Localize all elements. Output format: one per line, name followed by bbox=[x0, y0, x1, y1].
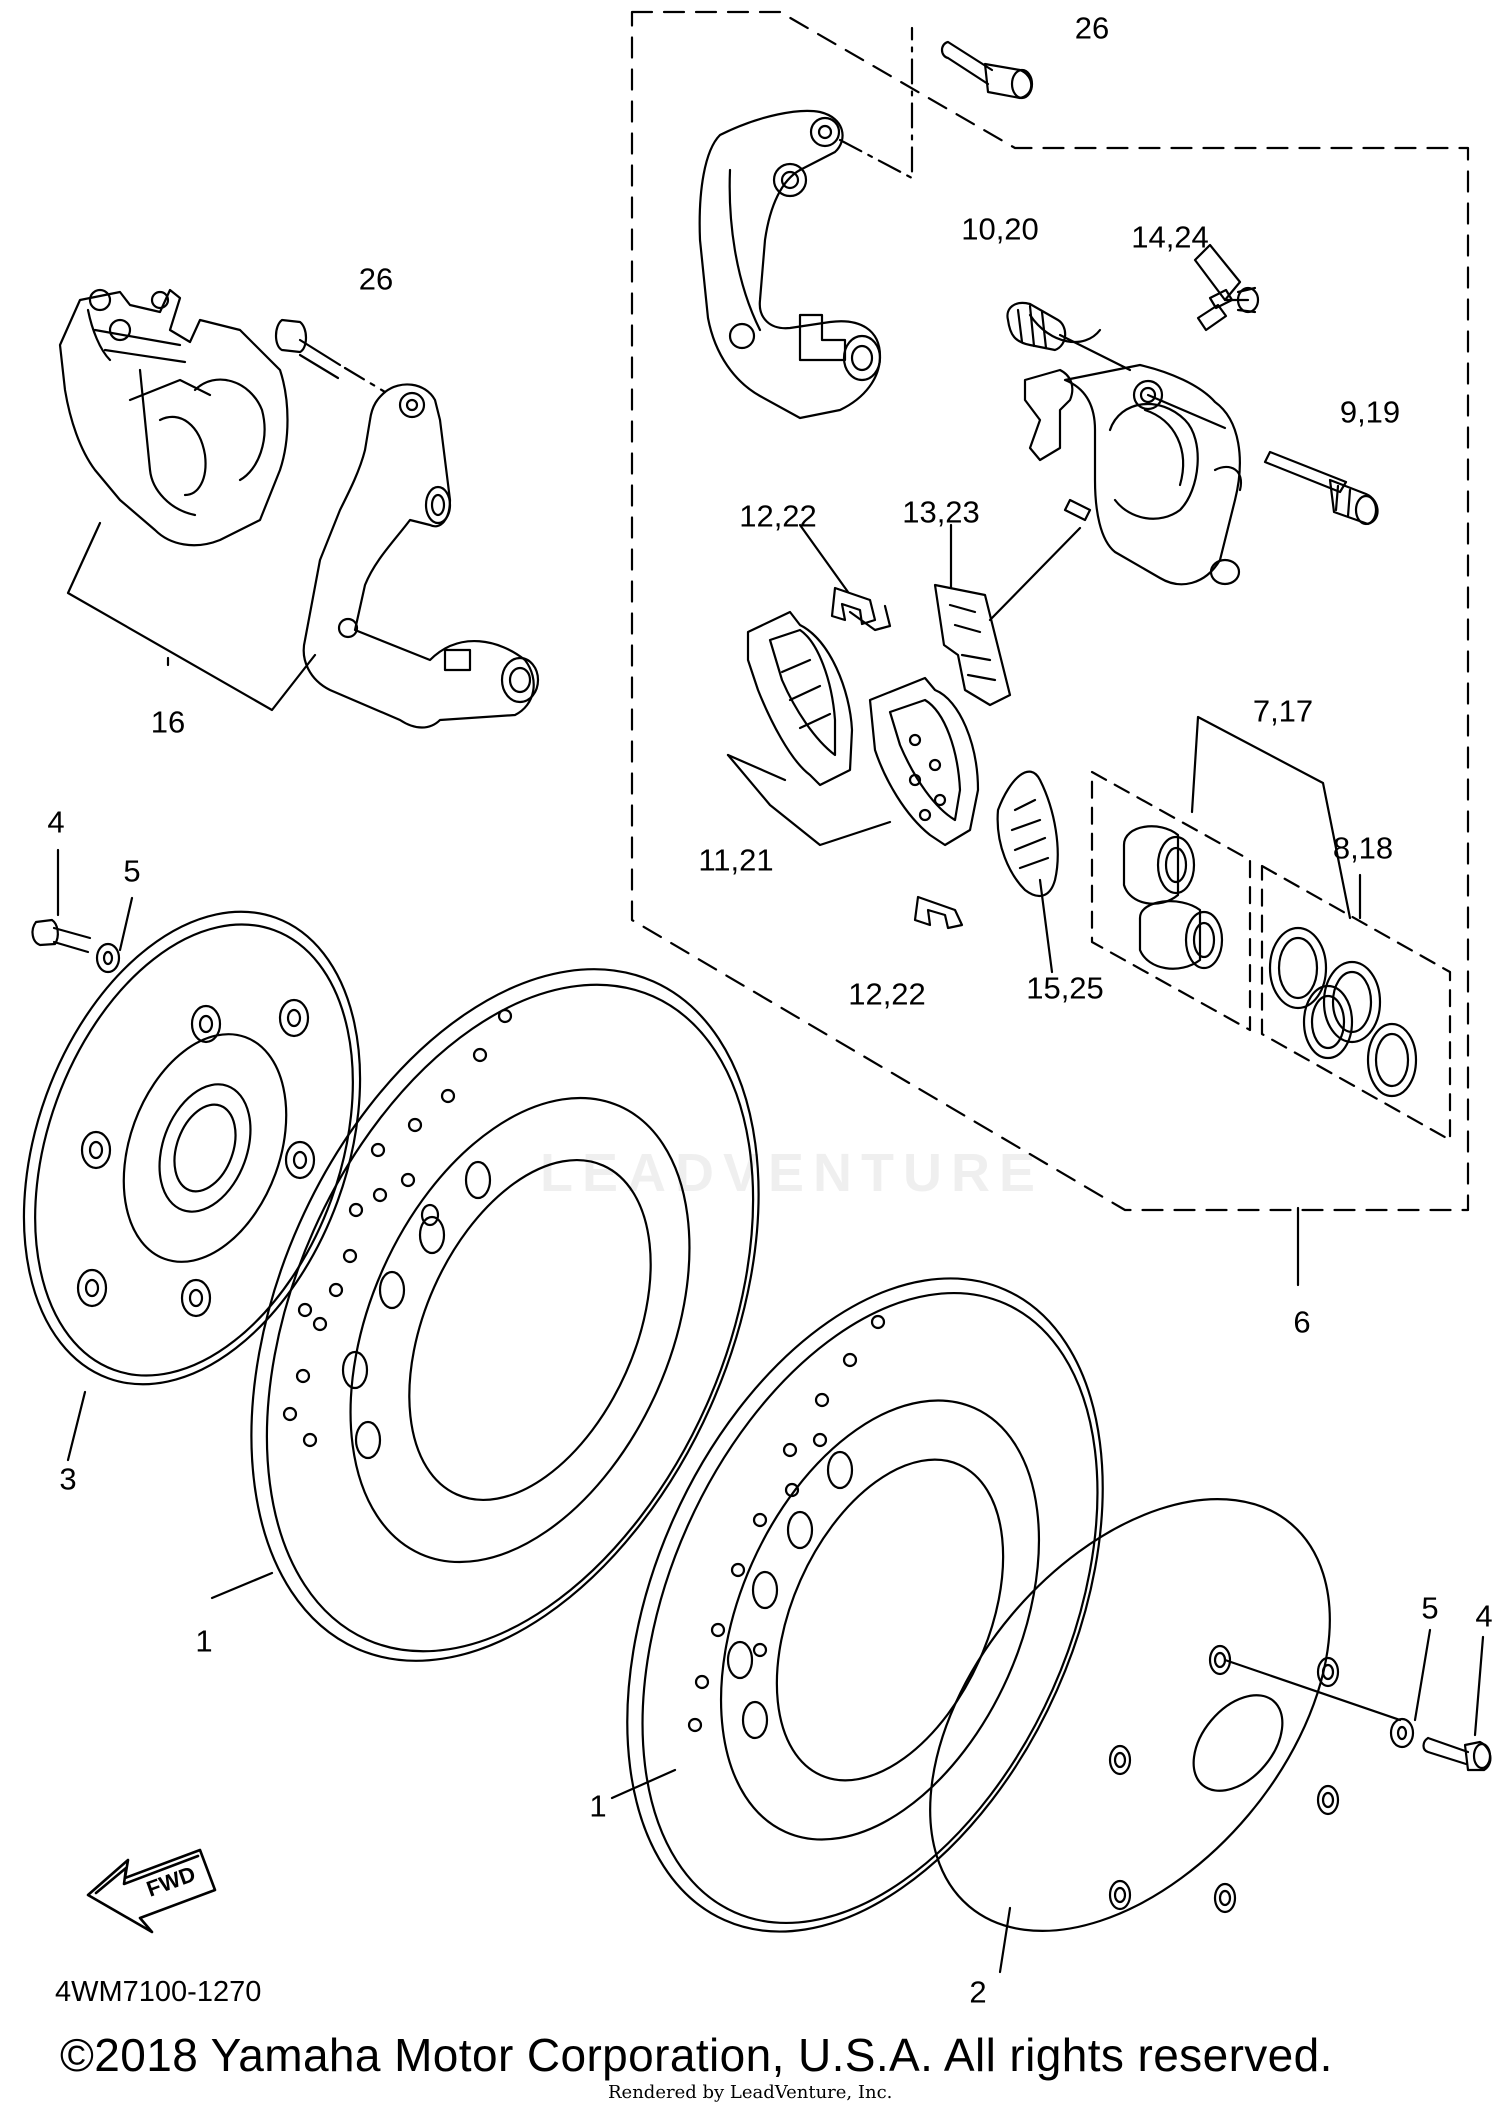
callout-13-23: 13,23 bbox=[902, 494, 980, 530]
callout-1-left: 1 bbox=[195, 1623, 213, 1659]
pad-spring bbox=[935, 585, 1010, 705]
callout-11-21: 11,21 bbox=[698, 842, 774, 878]
copyright-notice: ©2018 Yamaha Motor Corporation, U.S.A. A… bbox=[60, 2029, 1333, 2081]
leader-line bbox=[1195, 245, 1240, 300]
piston-seals bbox=[1270, 928, 1416, 1096]
slide-pin-boot bbox=[1007, 303, 1130, 370]
callout-14-24: 14,24 bbox=[1131, 219, 1209, 255]
leader-line bbox=[728, 755, 785, 780]
caliper-body bbox=[1025, 315, 1241, 584]
pad-clip-lower bbox=[915, 897, 962, 928]
callout-2: 2 bbox=[969, 1974, 987, 2010]
caliper-bracket bbox=[700, 111, 880, 418]
leader-line bbox=[1148, 395, 1225, 428]
callout-1-right: 1 bbox=[589, 1788, 607, 1824]
callout-7-17: 7,17 bbox=[1252, 693, 1314, 729]
callout-10-20: 10,20 bbox=[961, 211, 1039, 247]
leader-line bbox=[1225, 1660, 1400, 1720]
leader-line bbox=[68, 1392, 85, 1460]
leader-line bbox=[68, 523, 315, 710]
leader-line bbox=[345, 368, 385, 392]
callout-26-left: 26 bbox=[358, 261, 394, 297]
leader-line bbox=[1415, 1630, 1430, 1720]
callout-15-25: 15,25 bbox=[1026, 970, 1104, 1006]
hub-flange bbox=[0, 865, 421, 1431]
pad-clip bbox=[832, 588, 890, 630]
disc-bolt-left bbox=[33, 920, 119, 972]
callout-5-right: 5 bbox=[1421, 1590, 1439, 1626]
caliper-assembly-outline bbox=[632, 12, 1468, 1210]
callout-3: 3 bbox=[59, 1461, 77, 1497]
brake-disc-right bbox=[533, 1204, 1197, 2005]
callout-9-19: 9,19 bbox=[1339, 394, 1401, 430]
leader-line bbox=[840, 28, 912, 178]
caliper-piston bbox=[1124, 826, 1222, 968]
leader-line bbox=[612, 1770, 675, 1798]
callout-12-22-top: 12,22 bbox=[739, 498, 817, 534]
caliper-bracket-left bbox=[304, 384, 538, 727]
leader-line bbox=[212, 1573, 272, 1598]
disc-bolt-right bbox=[1391, 1719, 1490, 1770]
leader-line bbox=[120, 898, 132, 950]
callout-8-18: 8,18 bbox=[1332, 830, 1394, 866]
leader-line bbox=[728, 755, 890, 845]
piston-kit-outline bbox=[1092, 772, 1250, 1030]
bleeder-screw bbox=[1198, 288, 1258, 330]
brake-pad-front bbox=[748, 612, 852, 785]
brake-pad-rear bbox=[870, 678, 978, 845]
caliper-bolt-26 bbox=[942, 42, 1032, 98]
callout-12-22-bottom: 12,22 bbox=[848, 976, 926, 1012]
diagram-code: 4WM7100-1270 bbox=[55, 1976, 262, 2008]
rendered-by-notice: Rendered by LeadVenture, Inc. bbox=[608, 2082, 893, 2103]
callout-26-top: 26 bbox=[1074, 10, 1110, 46]
leader-line bbox=[990, 528, 1080, 620]
fwd-arrow-icon bbox=[88, 1850, 215, 1932]
leader-line bbox=[1192, 717, 1350, 918]
leader-line bbox=[1475, 1637, 1483, 1735]
callout-5-left: 5 bbox=[123, 853, 141, 889]
brake-disc-left bbox=[151, 890, 859, 1740]
caliper-bolt-26-left bbox=[276, 320, 340, 378]
leader-line bbox=[1000, 1908, 1010, 1972]
seal-kit-outline bbox=[1262, 866, 1450, 1140]
pad-shim bbox=[998, 772, 1058, 896]
callout-4-right: 4 bbox=[1475, 1598, 1493, 1634]
callout-4-left: 4 bbox=[47, 804, 65, 840]
caliper-pin-bolt bbox=[1265, 452, 1378, 524]
hub-flange-right bbox=[851, 1424, 1410, 2006]
leader-line bbox=[800, 525, 848, 592]
callout-6: 6 bbox=[1293, 1304, 1311, 1340]
watermark: LEADVENTURE bbox=[540, 1143, 1045, 1203]
leader-line bbox=[1040, 880, 1052, 972]
callout-16: 16 bbox=[150, 704, 186, 740]
caliper-assembly-left bbox=[60, 290, 288, 545]
